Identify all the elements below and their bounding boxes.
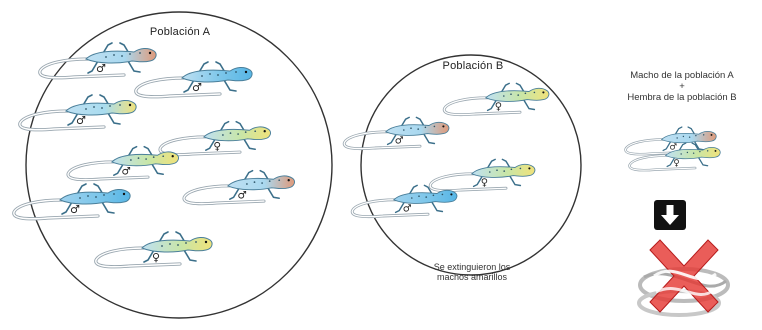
lizard-population-a: ♂ bbox=[20, 95, 136, 130]
sex-symbol: ♂ bbox=[237, 189, 246, 201]
sex-symbol: ♂ bbox=[403, 204, 412, 215]
population-a-title: Población A bbox=[115, 26, 245, 38]
note-line-2: machos amarillos bbox=[410, 272, 534, 282]
down-arrow-icon bbox=[654, 200, 686, 230]
population-b-note: Se extinguieron los machos amarillos bbox=[410, 262, 534, 282]
lizard-population-a: ♂ bbox=[14, 184, 130, 219]
cross-label-line-1: Macho de la población A bbox=[604, 70, 760, 81]
note-line-1: Se extinguieron los bbox=[410, 262, 534, 272]
lizard-population-a: ♂ bbox=[136, 62, 252, 97]
sex-symbol: ♀ bbox=[213, 140, 221, 152]
sex-symbol: ♂ bbox=[96, 62, 106, 75]
population-b-title: Población B bbox=[413, 60, 533, 72]
sex-symbol: ♂ bbox=[192, 81, 202, 94]
sex-symbol: ♀ bbox=[152, 251, 160, 264]
lizard-population-b: ♀ bbox=[430, 159, 535, 190]
sex-symbol: ♂ bbox=[121, 165, 130, 177]
cross-label-plus: + bbox=[604, 81, 760, 92]
population-b-lizards: ♀ ♂ ♀ ♂ bbox=[344, 83, 549, 216]
sex-symbol: ♀ bbox=[673, 159, 679, 169]
population-a-lizards: ♂ ♂ ♂ ♀ ♂ ♂ ♂ ♀ bbox=[14, 43, 295, 267]
sex-symbol: ♂ bbox=[76, 114, 86, 127]
lizard-population-a: ♂ bbox=[184, 171, 294, 204]
population-a-circle bbox=[26, 12, 332, 318]
sex-symbol: ♀ bbox=[481, 178, 488, 189]
sex-symbol: ♂ bbox=[395, 136, 404, 147]
cross-label: Macho de la población A + Hembra de la p… bbox=[604, 70, 760, 103]
cross-label-line-3: Hembra de la población B bbox=[604, 92, 760, 103]
population-b-circle bbox=[361, 55, 581, 275]
lizard-population-b: ♀ bbox=[444, 83, 549, 114]
lizard-population-a: ♀ bbox=[96, 232, 212, 267]
sex-symbol: ♀ bbox=[495, 102, 502, 113]
lizard-population-a: ♀ bbox=[160, 122, 270, 155]
sex-symbol: ♂ bbox=[70, 203, 80, 216]
hybrid-pair-lizards: ♂♀ bbox=[626, 127, 721, 170]
lizard-population-b: ♂ bbox=[344, 117, 449, 148]
